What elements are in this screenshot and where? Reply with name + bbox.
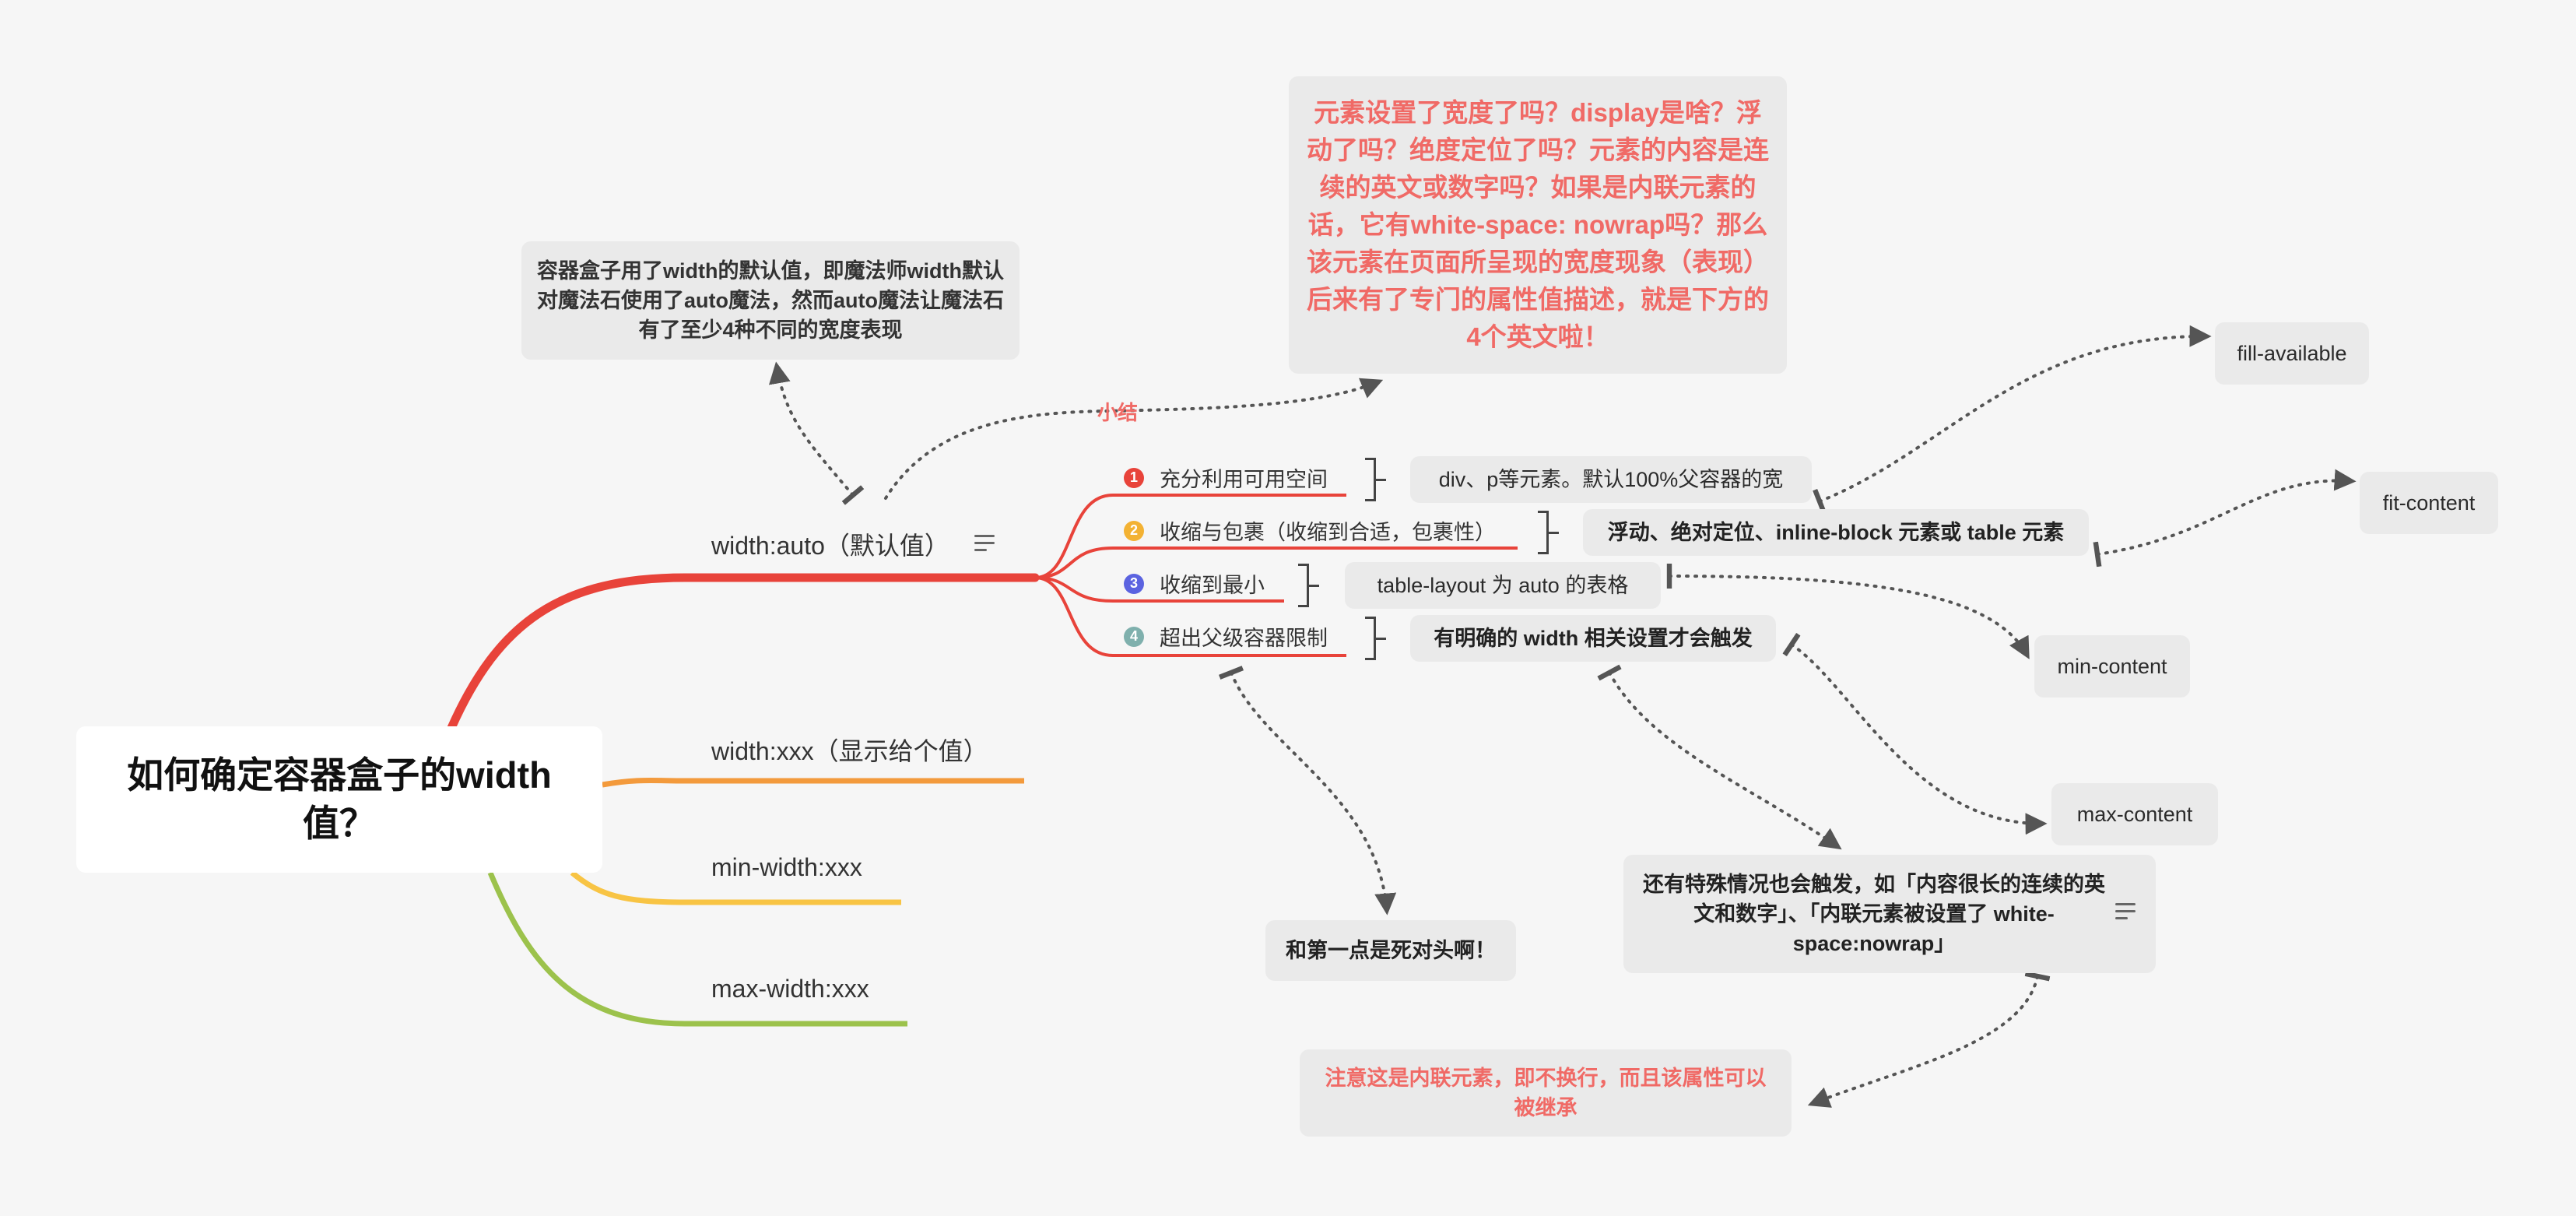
subtopic-label: 充分利用可用空间 xyxy=(1160,468,1328,491)
intro-text: 容器盒子用了width的默认值，即魔法师width默认对魔法石使用了auto魔法… xyxy=(537,259,1004,342)
branch-line-xxx xyxy=(602,777,1024,788)
branch-max-width[interactable]: max-width:xxx xyxy=(711,975,869,1003)
keyword-text: fill-available xyxy=(2237,342,2347,365)
summary-label: 小结 xyxy=(1097,401,1139,424)
intro-note[interactable]: 容器盒子用了width的默认值，即魔法师width默认对魔法石使用了auto魔法… xyxy=(521,241,1020,360)
desc-text: 浮动、绝对定位、inline-block 元素或 table 元素 xyxy=(1607,521,2065,544)
subtopic-4[interactable]: 4 超出父级容器限制 xyxy=(1124,621,1328,652)
desc-text: div、p等元素。默认100%父容器的宽 xyxy=(1438,468,1784,491)
subtopic-2[interactable]: 2 收缩与包裹（收缩到合适，包裹性） xyxy=(1124,515,1496,546)
keyword-max-content[interactable]: max-content xyxy=(2051,783,2218,845)
desc-text: table-layout 为 auto 的表格 xyxy=(1377,574,1629,597)
number-badge: 4 xyxy=(1124,626,1144,647)
summary-text: 元素设置了宽度了吗？display是啥？浮动了吗？绝度定位了吗？元素的内容是连续… xyxy=(1307,98,1769,351)
subtopic-label: 收缩与包裹（收缩到合适，包裹性） xyxy=(1160,521,1496,544)
special-text: 还有特殊情况也会触发，如「内容很长的连续的英文和数字」、「内联元素被设置了 wh… xyxy=(1643,873,2105,955)
desc-box-2[interactable]: 浮动、绝对定位、inline-block 元素或 table 元素 xyxy=(1583,509,2089,556)
inline-note[interactable]: 注意这是内联元素，即不换行，而且该属性可以被继承 xyxy=(1300,1049,1792,1137)
opposite-text: 和第一点是死对头啊！ xyxy=(1286,939,1496,962)
summary-bracket xyxy=(1298,564,1319,607)
rel-desc4-max-content xyxy=(1782,632,2048,835)
rel-desc4-special xyxy=(1597,664,1842,850)
keyword-fit-content[interactable]: fit-content xyxy=(2360,472,2498,534)
root-topic[interactable]: 如何确定容器盒子的width值？ xyxy=(76,726,602,873)
desc-box-1[interactable]: div、p等元素。默认100%父容器的宽 xyxy=(1410,456,1812,503)
rel-special-inline xyxy=(1807,971,2051,1108)
number-badge: 2 xyxy=(1124,520,1144,541)
notes-icon[interactable] xyxy=(974,535,995,552)
branch-width-xxx[interactable]: width:xxx（显示给个值） xyxy=(711,732,988,768)
desc-text: 有明确的 width 相关设置才会触发 xyxy=(1434,627,1753,650)
special-note[interactable]: 还有特殊情况也会触发，如「内容很长的连续的英文和数字」、「内联元素被设置了 wh… xyxy=(1623,855,2156,973)
keyword-min-content[interactable]: min-content xyxy=(2034,635,2190,698)
keyword-text: max-content xyxy=(2076,803,2193,826)
root-title: 如何确定容器盒子的width值？ xyxy=(127,754,552,844)
keyword-text: fit-content xyxy=(2382,491,2476,515)
subtopic-1[interactable]: 1 充分利用可用空间 xyxy=(1124,462,1328,493)
branch-label: min-width:xxx xyxy=(711,853,862,881)
keyword-fill-available[interactable]: fill-available xyxy=(2215,322,2369,385)
branch-label: max-width:xxx xyxy=(711,975,869,1003)
branch-label: width:xxx（显示给个值） xyxy=(711,737,988,765)
rel-desc1-fill-available xyxy=(1813,325,2212,515)
summary-note[interactable]: 元素设置了宽度了吗？display是啥？浮动了吗？绝度定位了吗？元素的内容是连续… xyxy=(1289,76,1787,374)
summary-bracket xyxy=(1538,511,1559,554)
keyword-text: min-content xyxy=(2057,655,2167,678)
branch-line-auto xyxy=(447,573,1040,733)
branch-label: width:auto（默认值） xyxy=(711,532,949,560)
rel-sub4-opposite xyxy=(1218,666,1397,916)
opposite-note[interactable]: 和第一点是死对头啊！ xyxy=(1265,920,1516,981)
number-badge: 1 xyxy=(1124,467,1144,488)
number-badge: 3 xyxy=(1124,573,1144,594)
subtopic-label: 超出父级容器限制 xyxy=(1160,627,1328,650)
summary-bracket xyxy=(1365,617,1386,660)
desc-box-3[interactable]: table-layout 为 auto 的表格 xyxy=(1345,562,1661,609)
rel-desc2-fit-content xyxy=(2093,469,2357,568)
subtopic-label: 收缩到最小 xyxy=(1160,574,1265,597)
notes-icon[interactable] xyxy=(2115,903,2136,920)
summary-bracket xyxy=(1365,458,1386,501)
branch-width-auto[interactable]: width:auto（默认值） xyxy=(711,526,949,562)
subtopic-3[interactable]: 3 收缩到最小 xyxy=(1124,568,1265,599)
desc-box-4[interactable]: 有明确的 width 相关设置才会触发 xyxy=(1410,615,1776,662)
rel-auto-to-intro xyxy=(768,361,865,505)
inline-text: 注意这是内联元素，即不换行，而且该属性可以被继承 xyxy=(1325,1067,1767,1119)
branch-min-width[interactable]: min-width:xxx xyxy=(711,853,862,882)
